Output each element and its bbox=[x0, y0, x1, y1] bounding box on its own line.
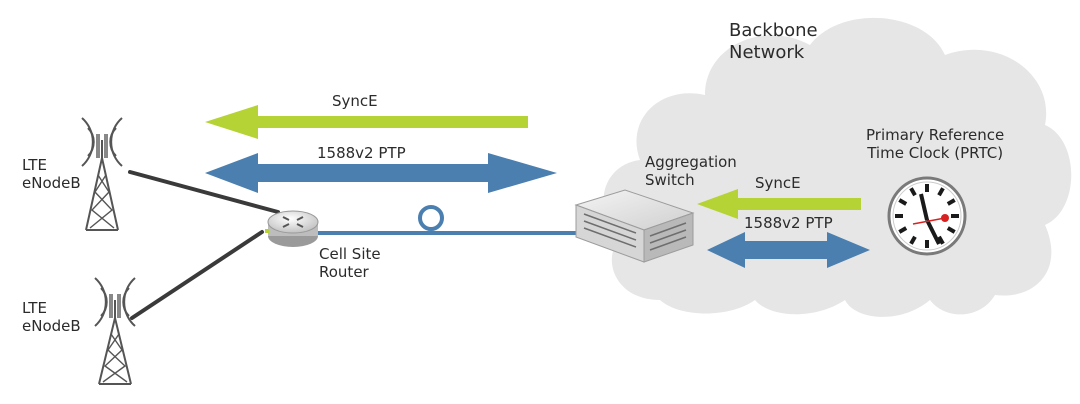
enodeb-label-2-line-1: LTE bbox=[22, 299, 47, 317]
ptp-label-right: 1588v2 PTP bbox=[744, 214, 833, 232]
enodeb-label-1: LTE eNodeB bbox=[22, 156, 81, 192]
cell-tower-icon bbox=[81, 117, 123, 231]
router-icon bbox=[265, 210, 319, 247]
clock-minute-hand bbox=[925, 219, 941, 245]
ptp-arrow-top bbox=[205, 153, 557, 193]
prtc-label-line-1: Primary Reference bbox=[866, 126, 1005, 144]
prtc-label-line-2: Time Clock (PRTC) bbox=[867, 144, 1004, 162]
prtc-label: Primary Reference Time Clock (PRTC) bbox=[866, 126, 1004, 162]
enodeb-label-1-line-1: LTE bbox=[22, 156, 47, 174]
cloud-title-line-1: Backbone bbox=[729, 20, 818, 41]
cloud-title: Backbone Network bbox=[729, 20, 818, 63]
wall-clock-icon bbox=[887, 176, 967, 256]
ptp-arrow-right bbox=[707, 232, 870, 268]
synce-arrow-right bbox=[697, 189, 861, 219]
aggregation-switch-label: Aggregation Switch bbox=[645, 153, 737, 189]
cell-tower-icon bbox=[94, 277, 136, 385]
synce-label-top-text: SyncE bbox=[332, 92, 378, 110]
clock-hour-hand bbox=[919, 193, 929, 221]
fiber-coil-icon bbox=[418, 205, 444, 231]
ptp-label-top: 1588v2 PTP bbox=[317, 144, 406, 162]
link-enodeb2-router bbox=[130, 230, 264, 320]
router-label-line-1: Cell Site bbox=[319, 245, 381, 263]
aggregation-switch-label-line-1: Aggregation bbox=[645, 153, 737, 171]
clock-second-hand bbox=[912, 217, 946, 225]
synce-arrow-top bbox=[205, 105, 528, 139]
synce-label-right: SyncE bbox=[755, 174, 801, 192]
network-switch-icon bbox=[574, 189, 695, 263]
router-label: Cell Site Router bbox=[319, 245, 381, 281]
enodeb-label-2-line-2: eNodeB bbox=[22, 317, 81, 335]
synce-label-top: SyncE bbox=[332, 92, 378, 110]
ptp-label-top-text: 1588v2 PTP bbox=[317, 144, 406, 162]
enodeb-label-2: LTE eNodeB bbox=[22, 299, 81, 335]
ptp-label-right-text: 1588v2 PTP bbox=[744, 214, 833, 232]
aggregation-switch-label-line-2: Switch bbox=[645, 171, 695, 189]
router-label-line-2: Router bbox=[319, 263, 369, 281]
cloud-title-line-2: Network bbox=[729, 41, 805, 63]
link-enodeb1-router bbox=[128, 170, 280, 214]
links bbox=[128, 170, 588, 320]
enodeb-label-1-line-2: eNodeB bbox=[22, 174, 81, 192]
synce-label-right-text: SyncE bbox=[755, 174, 801, 192]
